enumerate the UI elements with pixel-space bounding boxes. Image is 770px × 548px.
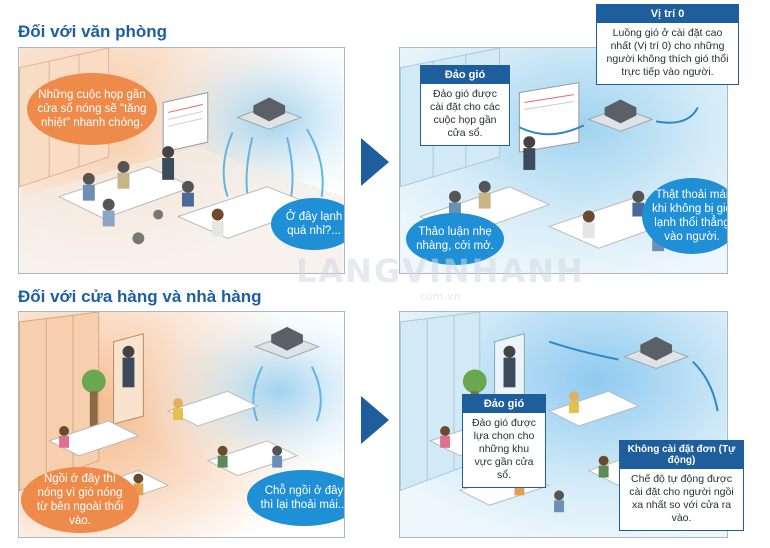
store-before-hot-bubble: Ngồi ở đây thì nóng vì gió nóng từ bên n… xyxy=(21,467,139,533)
store-swing-callout-body: Đảo gió được lựa chọn cho những khu vực … xyxy=(471,417,537,481)
office-after-illustration: Đảo gió Đảo gió được cài đặt cho các cuộ… xyxy=(399,47,728,274)
store-after-illustration: Đảo gió Đảo gió được lựa chọn cho những … xyxy=(399,311,728,538)
store-before-scene xyxy=(19,312,344,537)
office-before-illustration: Những cuộc họp gần cửa sổ nóng sẽ "tăng … xyxy=(18,47,345,274)
section-title-office: Đối với văn phòng xyxy=(18,22,168,41)
office-swing-callout: Đảo gió Đảo gió được cài đặt cho các cuộ… xyxy=(420,65,510,146)
store-auto-callout-body: Chế độ tự động được cài đặt cho người ng… xyxy=(629,473,734,524)
section-title-store: Đối với cửa hàng và nhà hàng xyxy=(18,287,262,306)
store-before-comfy-bubble: Chỗ ngồi ở đây thì lại thoải mái... xyxy=(247,470,344,526)
office-after-comfortable-bubble: Thật thoải mái khi không bị gió lạnh thổ… xyxy=(642,178,727,254)
arrow-right-icon xyxy=(361,138,389,186)
office-after-relaxed-bubble: Thảo luận nhẹ nhàng, cởi mở. xyxy=(406,213,504,265)
office-position0-callout: Vị trí 0 Luồng gió ở cài đặt cao nhất (V… xyxy=(596,4,739,85)
store-swing-callout-title: Đảo gió xyxy=(463,395,545,413)
office-swing-callout-title: Đảo gió xyxy=(421,66,509,84)
store-before-illustration: Ngồi ở đây thì nóng vì gió nóng từ bên n… xyxy=(18,311,345,538)
watermark-domain: com.vn xyxy=(420,290,461,303)
watermark-text: LANGVINHANH xyxy=(296,252,585,290)
office-position0-callout-title: Vị trí 0 xyxy=(597,5,738,23)
office-position0-callout-body: Luồng gió ở cài đặt cao nhất (Vị trí 0) … xyxy=(606,27,729,78)
office-swing-callout-body: Đảo gió được cài đặt cho các cuộc họp gầ… xyxy=(429,88,501,139)
store-swing-callout: Đảo gió Đảo gió được lựa chọn cho những … xyxy=(462,394,546,488)
office-before-scene xyxy=(19,48,344,273)
store-auto-callout-title: Không cài đặt đơn (Tự động) xyxy=(620,441,743,469)
office-before-hot-bubble: Những cuộc họp gần cửa sổ nóng sẽ "tăng … xyxy=(27,73,157,145)
office-before-cold-bubble: Ở đây lạnh quá nhỉ?... xyxy=(271,198,344,250)
store-auto-callout: Không cài đặt đơn (Tự động) Chế độ tự độ… xyxy=(619,440,744,531)
arrow-right-icon xyxy=(361,396,389,444)
